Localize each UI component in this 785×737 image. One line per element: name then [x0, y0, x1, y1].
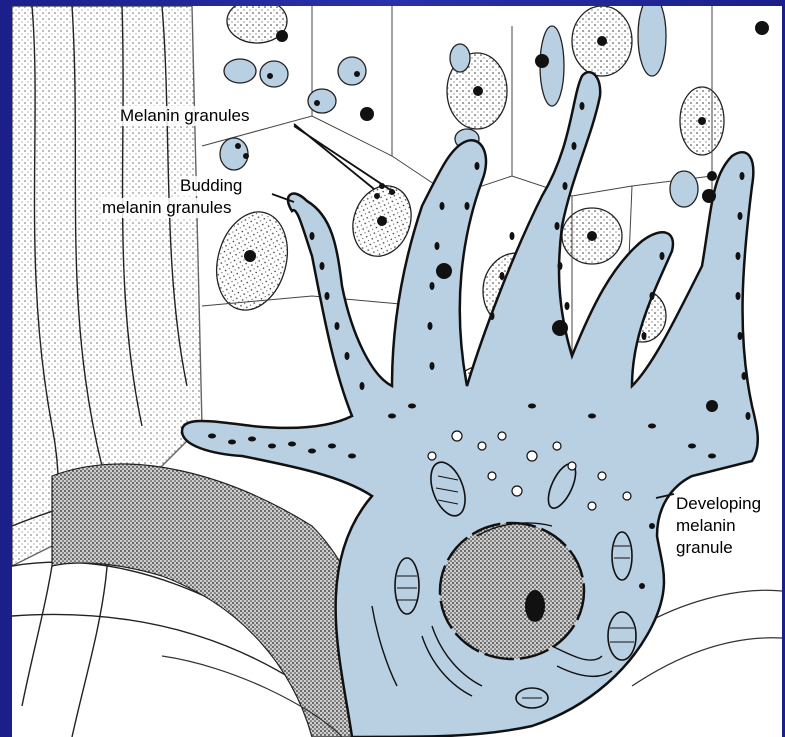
melanocyte-nucleus — [440, 523, 584, 659]
nucleolus — [525, 590, 545, 622]
label-budding-line1: Budding — [180, 176, 242, 196]
label-melanin-granules: Melanin granules — [120, 106, 249, 126]
basal-shadow — [52, 464, 382, 737]
label-developing-line2: melanin — [676, 516, 736, 536]
label-developing-line1: Developing — [676, 494, 761, 514]
label-developing-line3: granule — [676, 538, 733, 558]
diagram-frame: Melanin granules Budding melanin granule… — [12, 6, 782, 737]
label-budding-line2: melanin granules — [102, 198, 231, 218]
